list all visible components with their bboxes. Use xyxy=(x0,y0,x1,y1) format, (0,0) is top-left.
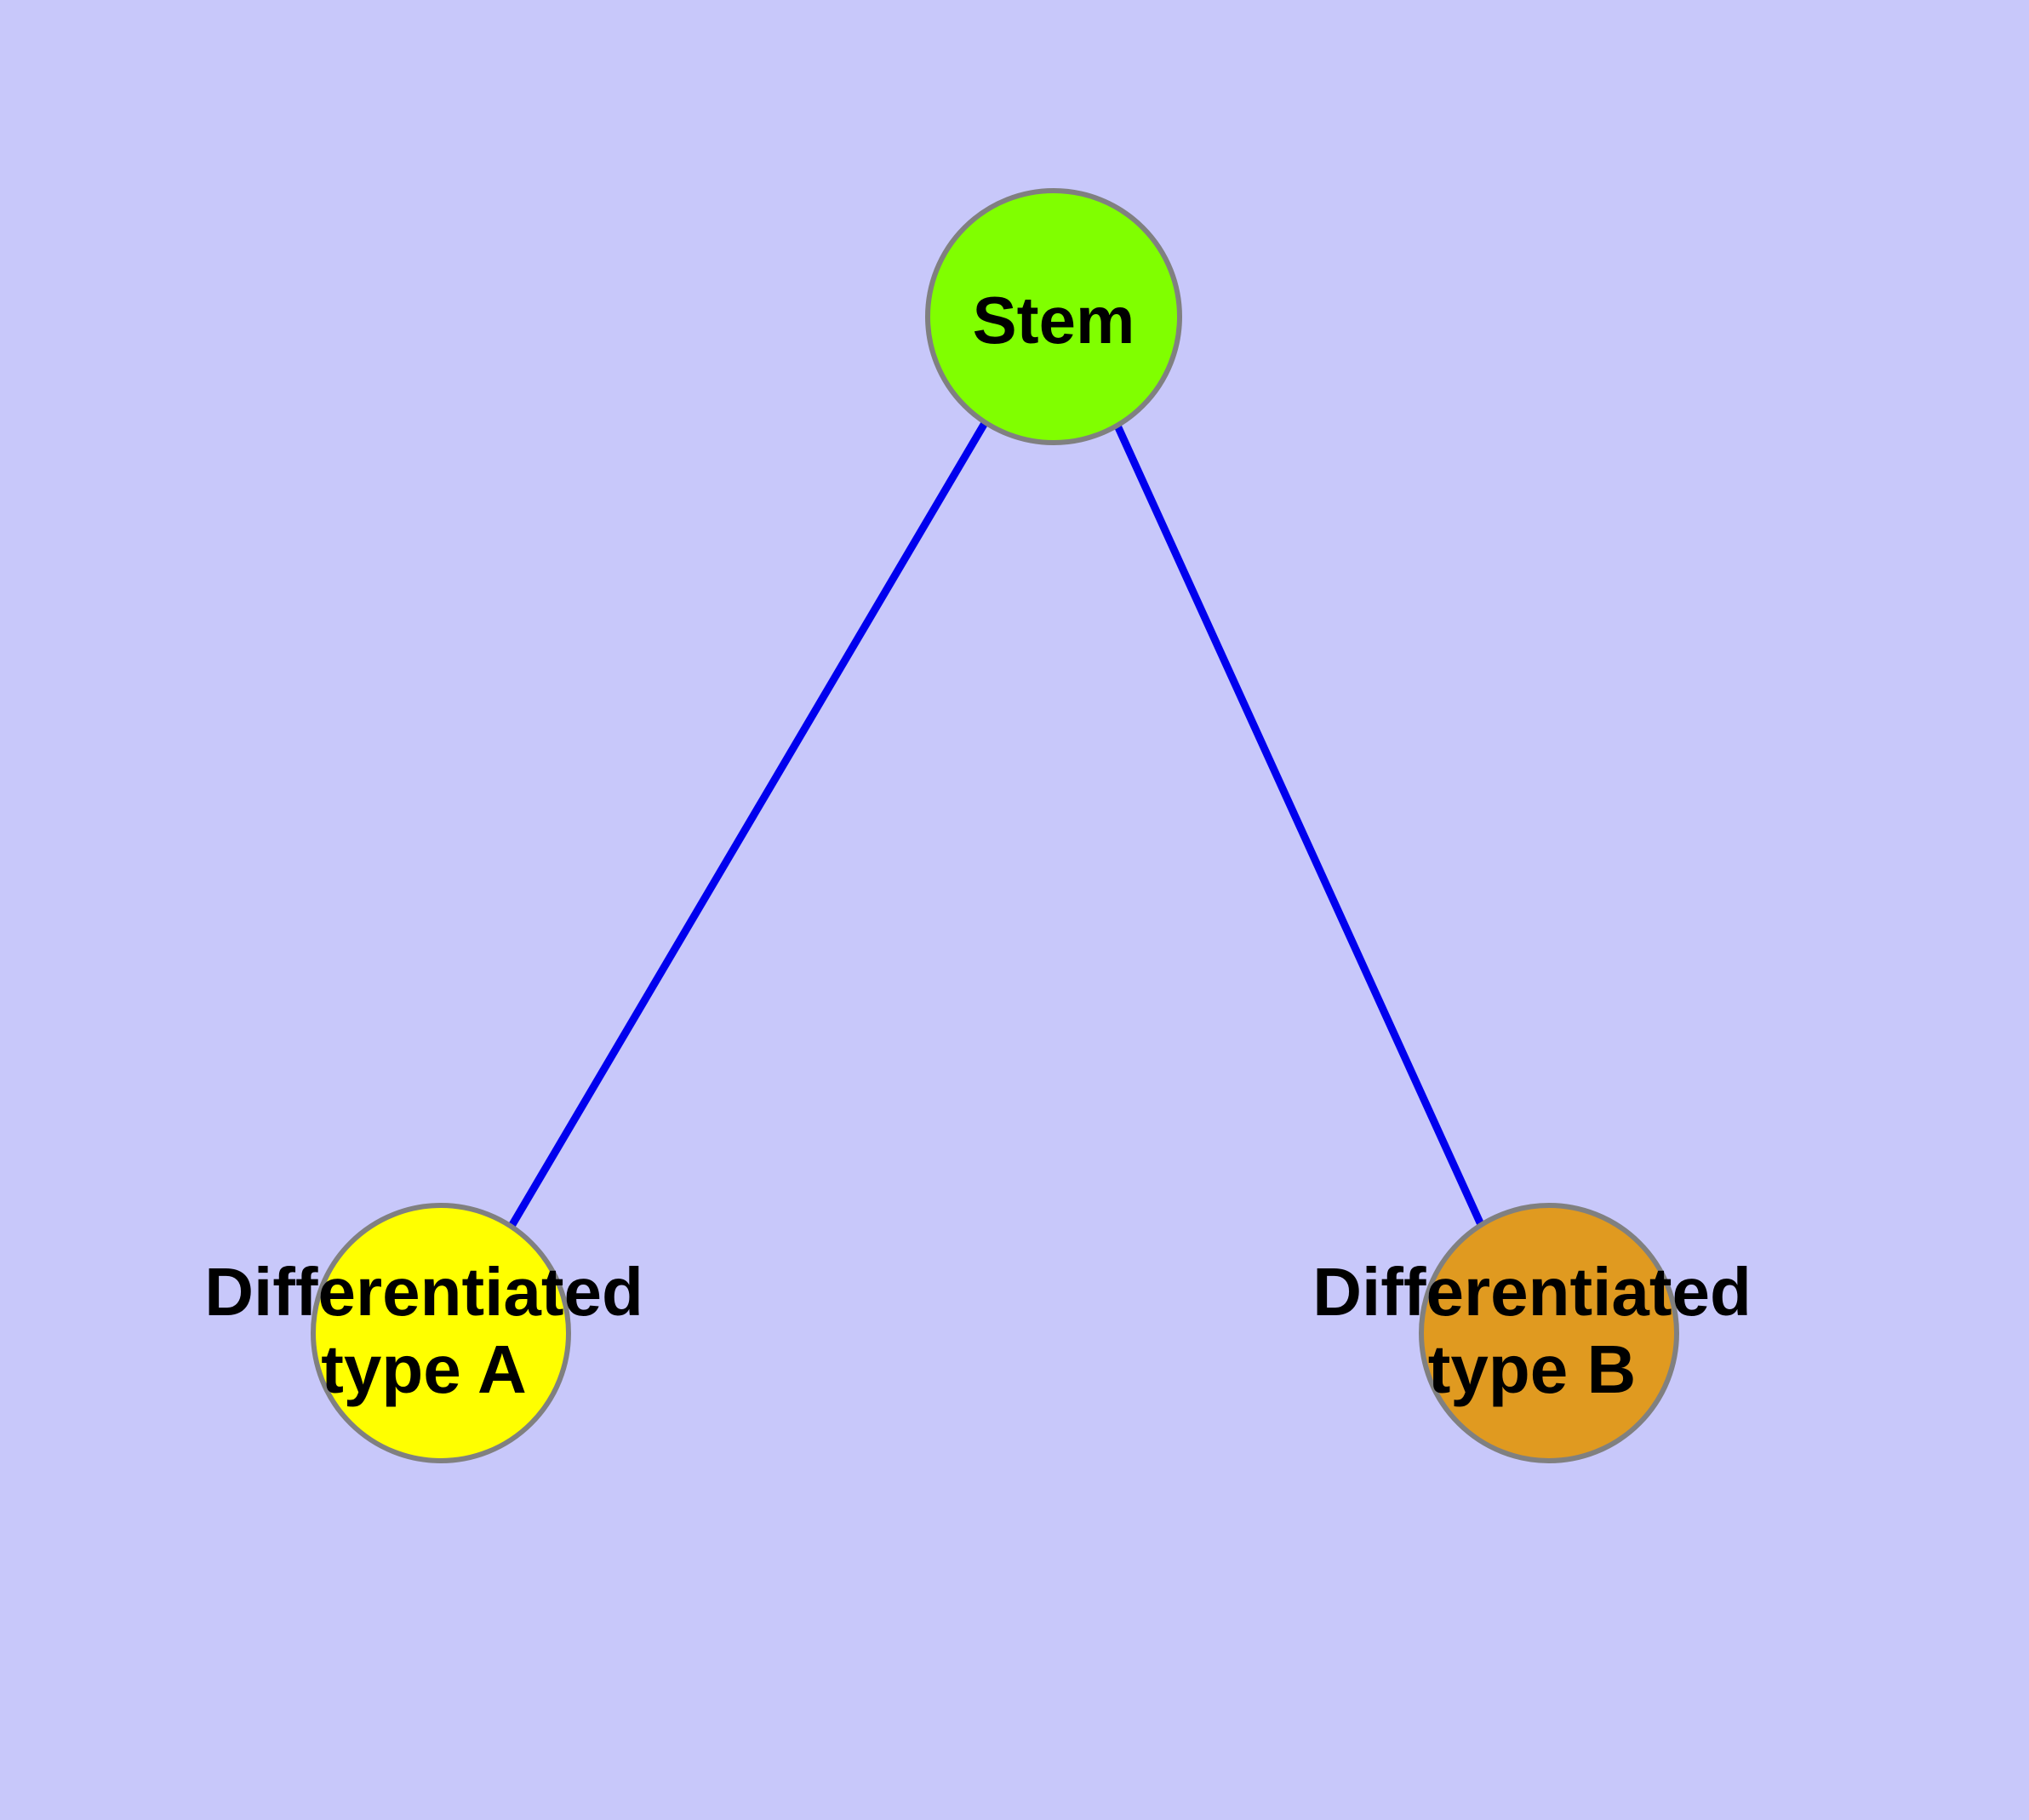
edge-stem-to-differentiated-type-a[interactable] xyxy=(507,421,988,1230)
node-differentiated-type-a[interactable] xyxy=(311,1203,571,1463)
edge-stem-to-differentiated-type-b[interactable] xyxy=(1113,424,1487,1230)
node-stem[interactable] xyxy=(925,188,1182,445)
node-differentiated-type-b[interactable] xyxy=(1419,1203,1679,1463)
